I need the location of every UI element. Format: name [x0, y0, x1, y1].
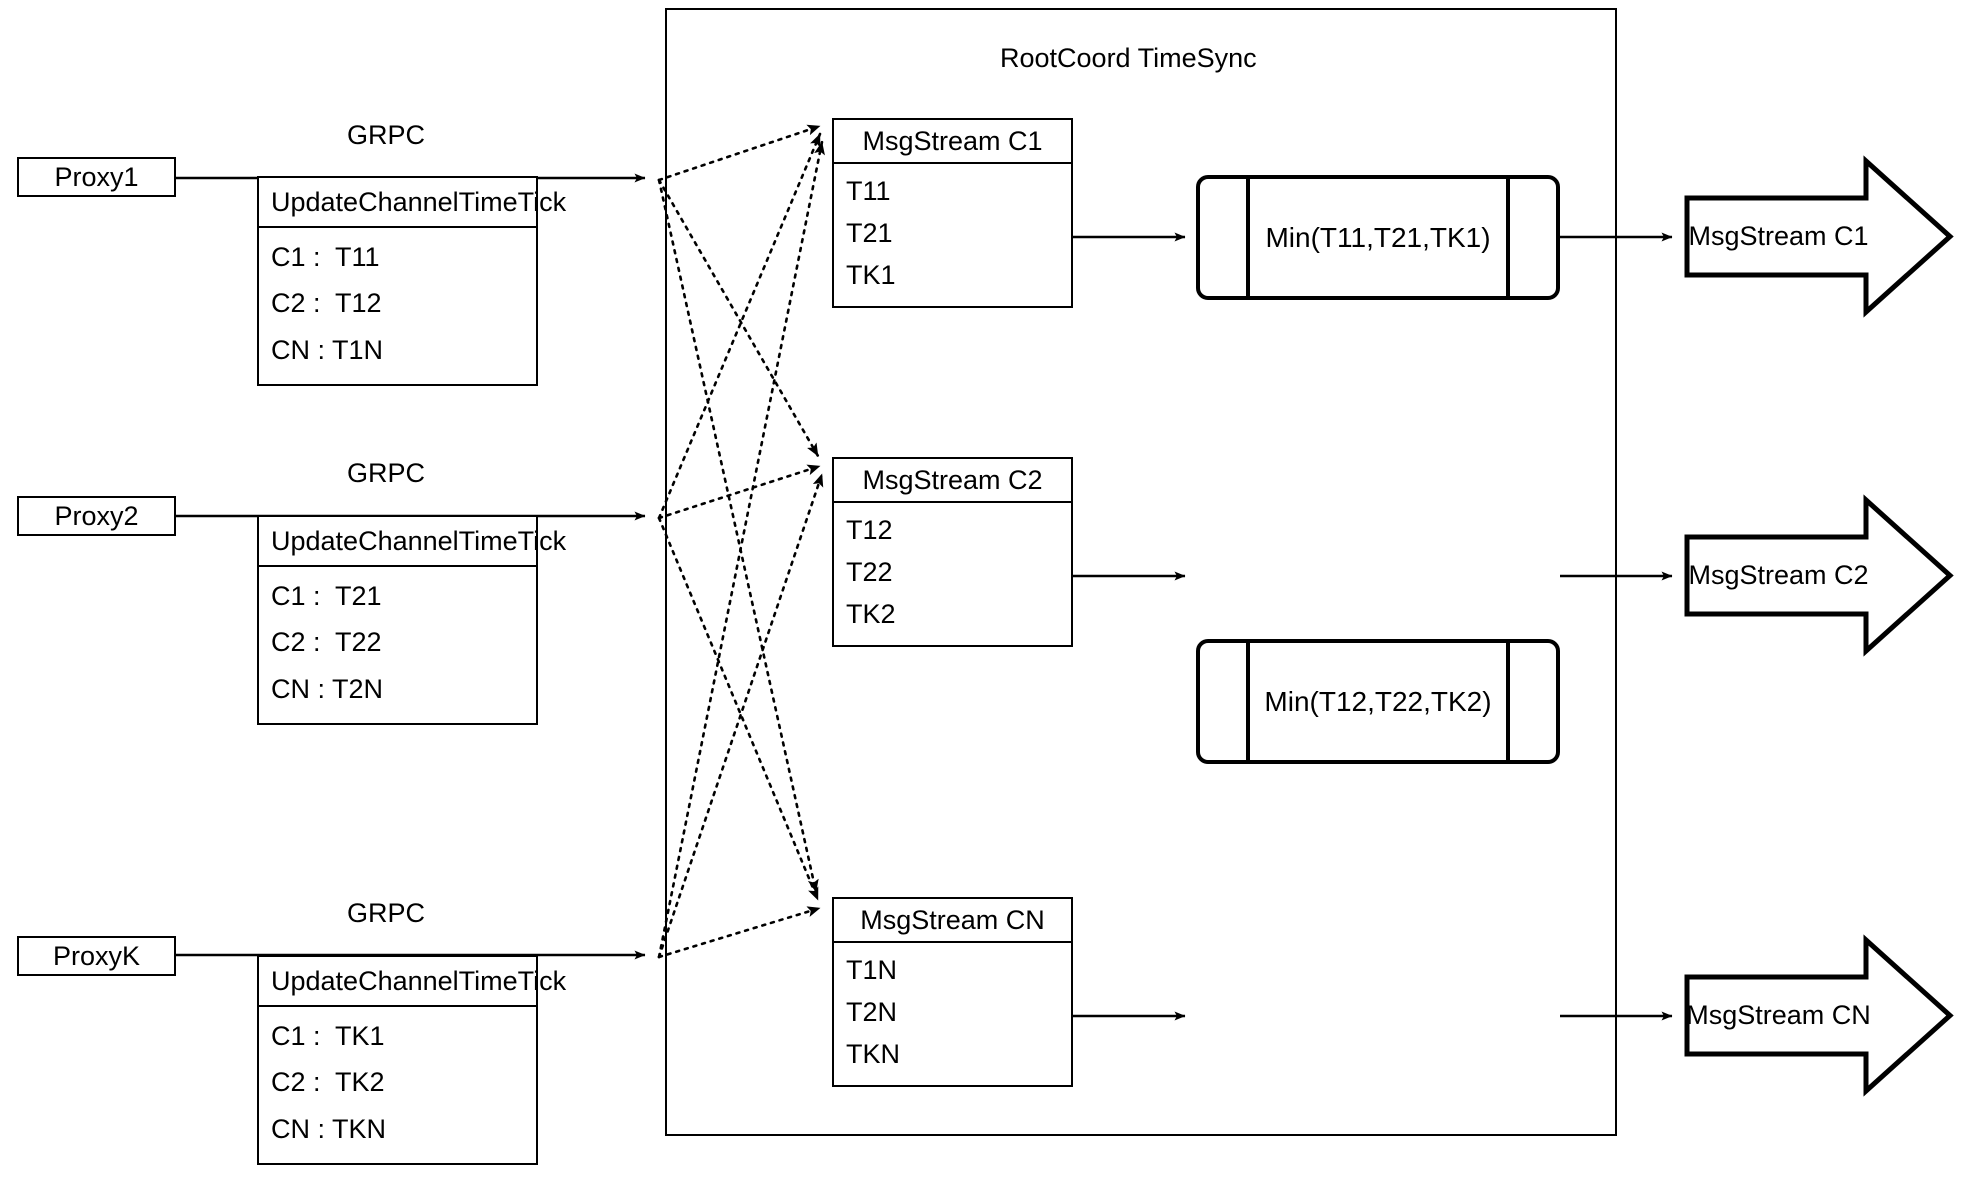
proxy-label-2: Proxy2: [54, 500, 139, 531]
grpc-label-3: GRPC: [347, 898, 426, 928]
min-reducer-1: Min(T11,T21,TK1): [1196, 175, 1560, 300]
msgstream-body-3: T1N T2N TKN: [834, 943, 1071, 1085]
timetick-row: C1 : T11: [271, 241, 380, 272]
msgstream-body-2: T12 T22 TK2: [834, 503, 1071, 645]
min-reducer-label-2: Min(T12,T22,TK2): [1264, 685, 1492, 717]
proxy-label-3: ProxyK: [52, 940, 141, 971]
proxy-label-1: Proxy1: [54, 161, 139, 192]
msgstream-body-1: T11 T21 TK1: [834, 164, 1071, 306]
output-msgstream-label-2: MsgStream C2: [1688, 560, 1869, 590]
msgstream-box-1: MsgStream C1 T11 T21 TK1: [832, 118, 1073, 308]
msgstream-row: T12: [846, 514, 893, 545]
output-msgstream-label-3: MsgStream CN: [1686, 1000, 1871, 1030]
proxy-box-3[interactable]: ProxyK: [17, 936, 176, 976]
update-channel-timetick-body-1: C1 : T11 C2 : T12 CN : T1N: [259, 228, 536, 384]
update-channel-timetick-box-3: UpdateChannelTimeTick C1 : TK1 C2 : TK2 …: [257, 955, 566, 1165]
msgstream-row: T11: [846, 175, 891, 206]
timetick-row: C1 : T21: [271, 580, 382, 611]
grpc-label-1: GRPC: [347, 120, 426, 150]
update-channel-timetick-title-3: UpdateChannelTimeTick: [259, 957, 566, 1007]
update-channel-timetick-title-2: UpdateChannelTimeTick: [259, 517, 566, 567]
msgstream-row: T22: [846, 556, 893, 587]
update-channel-timetick-box-2: UpdateChannelTimeTick C1 : T21 C2 : T22 …: [257, 515, 566, 725]
msgstream-box-3: MsgStream CN T1N T2N TKN: [832, 897, 1073, 1087]
msgstream-row: T2N: [846, 996, 898, 1027]
min-reducer-2: Min(T12,T22,TK2): [1196, 639, 1560, 764]
timetick-row: CN : T1N: [271, 335, 384, 366]
timetick-row: CN : TKN: [271, 1114, 387, 1145]
msgstream-box-2: MsgStream C2 T12 T22 TK2: [832, 457, 1073, 647]
timetick-row: C2 : T12: [271, 288, 382, 319]
msgstream-title-1: MsgStream C1: [834, 120, 1071, 164]
rootcoord-title: RootCoord TimeSync: [1000, 43, 1257, 73]
timetick-row: C2 : TK2: [271, 1067, 385, 1098]
timetick-row: C2 : T22: [271, 627, 382, 658]
process-bar-right-icon: [1506, 643, 1510, 760]
process-bar-left-icon: [1246, 179, 1250, 296]
msgstream-row: T21: [846, 217, 893, 248]
msgstream-row: T1N: [846, 954, 898, 985]
min-reducer-label-1: Min(T11,T21,TK1): [1265, 221, 1491, 253]
output-msgstream-arrow-1: MsgStream C1: [1684, 155, 1954, 318]
proxy-box-1[interactable]: Proxy1: [17, 157, 176, 197]
output-msgstream-arrow-2: MsgStream C2: [1684, 494, 1954, 657]
process-bar-left-icon: [1246, 643, 1250, 760]
msgstream-title-3: MsgStream CN: [834, 899, 1071, 943]
update-channel-timetick-box-1: UpdateChannelTimeTick C1 : T11 C2 : T12 …: [257, 176, 566, 386]
output-msgstream-label-1: MsgStream C1: [1688, 221, 1869, 251]
msgstream-row: TKN: [846, 1038, 900, 1069]
msgstream-row: TK2: [846, 598, 896, 629]
proxy-box-2[interactable]: Proxy2: [17, 496, 176, 536]
output-msgstream-arrow-3: MsgStream CN: [1684, 934, 1954, 1097]
process-bar-right-icon: [1506, 179, 1510, 296]
update-channel-timetick-title-1: UpdateChannelTimeTick: [259, 178, 566, 228]
update-channel-timetick-body-2: C1 : T21 C2 : T22 CN : T2N: [259, 567, 536, 723]
grpc-label-2: GRPC: [347, 458, 426, 488]
timetick-row: C1 : TK1: [271, 1020, 385, 1051]
msgstream-row: TK1: [846, 259, 896, 290]
timetick-row: CN : T2N: [271, 674, 384, 705]
msgstream-title-2: MsgStream C2: [834, 459, 1071, 503]
rootcoord-container: [665, 8, 1617, 1136]
update-channel-timetick-body-3: C1 : TK1 C2 : TK2 CN : TKN: [259, 1007, 536, 1163]
